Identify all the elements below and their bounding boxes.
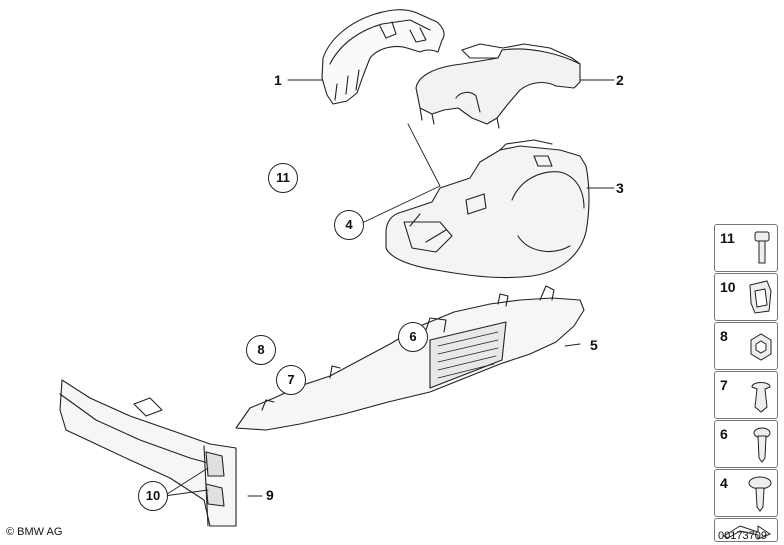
part-2-upper-column-trim xyxy=(415,43,581,129)
legend-item-4: 4 xyxy=(714,469,778,517)
legend-item-7: 7 xyxy=(714,371,778,419)
legend-arrow-box xyxy=(714,518,778,542)
copyright-notice: © BMW AG xyxy=(6,526,62,538)
spring-clip-icon xyxy=(749,280,772,314)
screw-icon xyxy=(753,427,771,463)
callout-1: 1 xyxy=(274,72,282,88)
copyright-symbol: © xyxy=(6,526,15,538)
legend-number: 10 xyxy=(720,279,736,295)
diagram-id: 00173709 xyxy=(718,530,767,542)
part-1-upper-shroud-shell xyxy=(321,9,445,105)
legend-item-6: 6 xyxy=(714,420,778,468)
orientation-arrow-icon xyxy=(722,525,772,540)
square-nut-icon xyxy=(750,333,772,361)
legend-number: 6 xyxy=(720,426,728,442)
callout-6-circle: 6 xyxy=(398,322,428,352)
part-3-lower-column-trim xyxy=(385,139,590,279)
callout-5: 5 xyxy=(590,337,598,353)
leader-lines xyxy=(163,79,615,497)
flange-screw-icon xyxy=(748,476,772,512)
callout-9: 9 xyxy=(266,487,274,503)
legend-item-8: 8 xyxy=(714,322,778,370)
callout-3: 3 xyxy=(616,180,624,196)
part-9-side-trim-strip xyxy=(59,379,237,527)
callout-4-circle: 4 xyxy=(334,210,364,240)
legend-number: 8 xyxy=(720,328,728,344)
bolt-icon xyxy=(754,231,770,264)
legend-number: 4 xyxy=(720,475,728,491)
callout-8-circle: 8 xyxy=(246,335,276,365)
brand-name: BMW AG xyxy=(17,526,63,538)
legend-item-10: 10 xyxy=(714,273,778,321)
callout-11-circle: 11 xyxy=(268,163,298,193)
callout-2: 2 xyxy=(616,72,624,88)
legend-number: 7 xyxy=(720,377,728,393)
legend-number: 11 xyxy=(720,230,735,246)
callout-7-circle: 7 xyxy=(276,365,306,395)
legend-item-11: 11 xyxy=(714,224,778,272)
part-5-lower-dash-trim-panel xyxy=(235,285,585,431)
callout-10-circle: 10 xyxy=(138,481,168,511)
expanding-rivet-icon xyxy=(751,382,771,413)
